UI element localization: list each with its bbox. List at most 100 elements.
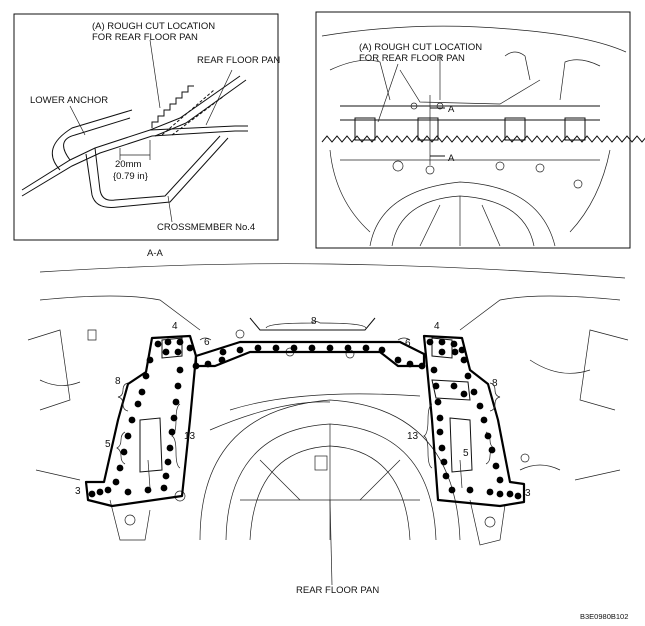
weld-spot — [176, 366, 184, 374]
weld-spot — [464, 372, 472, 380]
weld-spot — [168, 428, 176, 436]
weld-spot — [448, 486, 456, 494]
weld-spot — [134, 400, 142, 408]
lower-anchor-label: LOWER ANCHOR — [30, 95, 108, 106]
weld-zone-left — [84, 334, 198, 508]
weld-spot — [124, 488, 132, 496]
weld-count-left-inner-top: 6 — [204, 337, 210, 348]
weld-count-right-inner-side: 13 — [407, 431, 419, 442]
weld-spot — [162, 472, 170, 480]
weld-spot — [290, 344, 298, 352]
weld-spot — [460, 356, 468, 364]
weld-spot — [236, 346, 244, 354]
section-drawing — [21, 39, 248, 223]
weld-spot — [146, 356, 154, 364]
weld-spot — [272, 344, 280, 352]
weld-spots — [88, 338, 522, 500]
weld-spot — [488, 446, 496, 454]
overview-drawing — [321, 25, 645, 247]
weld-spot — [128, 416, 136, 424]
weld-count-right-outer: 8 — [492, 378, 498, 389]
cut-label-left-line2: FOR REAR FLOOR PAN — [92, 32, 198, 43]
section-a-a-label: A-A — [147, 248, 164, 259]
weld-spot — [436, 428, 444, 436]
weld-spot — [160, 484, 168, 492]
weld-count-top-right-corner: 4 — [434, 321, 440, 332]
weld-spot — [174, 348, 182, 356]
weld-spot — [418, 362, 426, 370]
section-marker-bottom: A — [448, 153, 455, 164]
weld-spot — [394, 356, 402, 364]
weld-spot — [116, 464, 124, 472]
weld-spot — [450, 340, 458, 348]
main-structure-lines — [27, 263, 629, 586]
weld-spot — [112, 478, 120, 486]
cut-label-right-line2: FOR REAR FLOOR PAN — [359, 53, 465, 64]
weld-count-left-outer: 8 — [115, 376, 121, 387]
weld-spot — [438, 444, 446, 452]
main-view: 8 4 4 6 6 8 8 13 13 5 5 3 3 REAR FLOOR P… — [27, 263, 629, 621]
weld-spot — [438, 338, 446, 346]
weld-spot — [166, 444, 174, 452]
weld-spot — [476, 402, 484, 410]
weld-spot — [514, 492, 522, 500]
weld-zone-outlines — [84, 317, 526, 508]
weld-spot — [192, 362, 200, 370]
weld-spot — [406, 360, 414, 368]
weld-count-top-center: 8 — [311, 316, 317, 327]
weld-spot — [492, 462, 500, 470]
weld-spot — [204, 360, 212, 368]
figure-code: B3E0980B102 — [580, 612, 628, 621]
weld-spot — [434, 398, 442, 406]
cut-label-left-line1: (A) ROUGH CUT LOCATION — [92, 21, 215, 32]
rear-floor-pan-label-detail: REAR FLOOR PAN — [197, 55, 280, 66]
weld-spot — [326, 344, 334, 352]
weld-spot — [496, 476, 504, 484]
weld-spot — [176, 338, 184, 346]
weld-spot — [138, 388, 146, 396]
weld-count-right-bottom: 3 — [525, 488, 531, 499]
dimension-in-label: {0.79 in} — [113, 171, 148, 182]
weld-count-left-lower: 5 — [105, 439, 111, 450]
rear-floor-pan-label-main: REAR FLOOR PAN — [296, 585, 379, 596]
weld-spot — [438, 348, 446, 356]
weld-spot — [174, 382, 182, 390]
weld-spot — [164, 458, 172, 466]
weld-spot — [460, 390, 468, 398]
weld-spot — [88, 490, 96, 498]
detail-section-a-a: (A) ROUGH CUT LOCATION FOR REAR FLOOR PA… — [13, 13, 280, 259]
weld-spot — [451, 348, 459, 356]
weld-spot — [480, 416, 488, 424]
cut-label-right-line1: (A) ROUGH CUT LOCATION — [359, 42, 482, 53]
crossmember-label: CROSSMEMBER No.4 — [157, 222, 255, 233]
weld-spot — [162, 348, 170, 356]
weld-spot — [172, 398, 180, 406]
weld-spot — [496, 490, 504, 498]
weld-spot — [484, 432, 492, 440]
weld-spot — [254, 344, 262, 352]
rough-cut-zigzag-line — [321, 135, 645, 143]
weld-spot — [506, 490, 514, 498]
weld-spot — [470, 388, 478, 396]
weld-count-left-bottom: 3 — [75, 486, 81, 497]
weld-spot — [430, 366, 438, 374]
weld-spot — [142, 372, 150, 380]
weld-spot — [308, 344, 316, 352]
weld-zone-right — [422, 334, 526, 508]
weld-spot — [186, 344, 194, 352]
weld-spot — [120, 448, 128, 456]
detail-right-frame — [315, 11, 631, 249]
weld-spot — [458, 346, 466, 354]
weld-spot — [104, 486, 112, 494]
weld-spot — [436, 414, 444, 422]
weld-spot — [144, 486, 152, 494]
weld-spot — [218, 356, 226, 364]
weld-count-right-lower: 5 — [463, 448, 469, 459]
weld-count-right-inner-top: 6 — [405, 338, 411, 349]
weld-spot — [96, 488, 104, 496]
weld-count-left-inner-side: 13 — [184, 431, 196, 442]
weld-spot — [440, 458, 448, 466]
weld-spot — [450, 382, 458, 390]
weld-spot — [154, 340, 162, 348]
